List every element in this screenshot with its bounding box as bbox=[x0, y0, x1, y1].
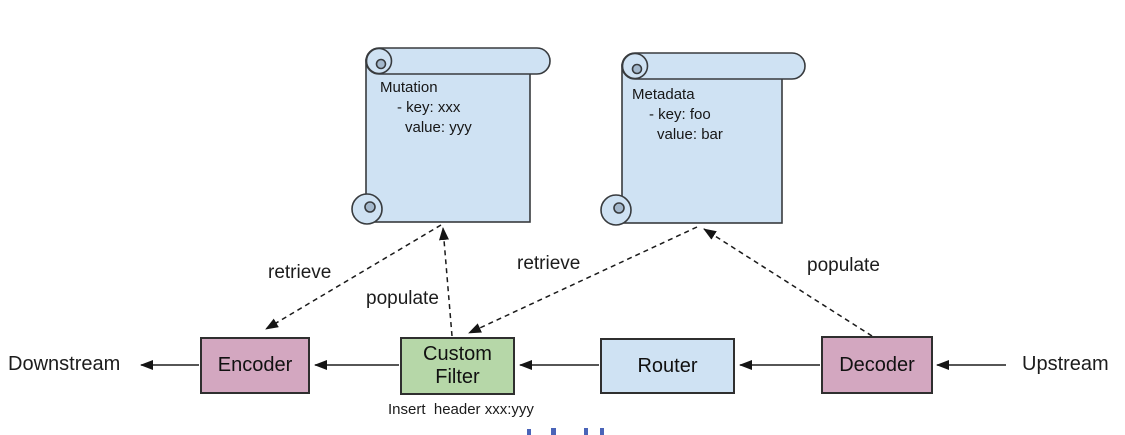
edge-label-retrieve-left: retrieve bbox=[268, 262, 332, 283]
cropped-text-fragment bbox=[551, 428, 556, 435]
metadata-scroll-value-line: value: bar bbox=[657, 126, 723, 143]
metadata-scroll-shape bbox=[600, 52, 806, 226]
cropped-text-fragment bbox=[584, 428, 588, 435]
upstream-label: Upstream bbox=[1022, 353, 1109, 375]
cropped-text-fragment bbox=[527, 429, 531, 435]
dashed-arrows bbox=[265, 224, 873, 337]
arrow-populate-customfilter-to-mutation bbox=[439, 227, 453, 337]
downstream-label: Downstream bbox=[8, 353, 121, 375]
arrow-retrieve-metadata-to-customfilter bbox=[468, 226, 698, 334]
mutation-scroll-title: Mutation bbox=[380, 79, 438, 96]
scroll-body bbox=[365, 59, 531, 223]
node-custom-filter: Custom Filter bbox=[400, 337, 515, 395]
node-router: Router bbox=[600, 338, 735, 394]
metadata-scroll-title: Metadata bbox=[632, 86, 695, 103]
edge-label-populate-left: populate bbox=[366, 288, 439, 309]
node-custom-filter-label: Custom Filter bbox=[423, 343, 492, 388]
node-encoder: Encoder bbox=[200, 337, 310, 394]
custom-filter-note: Insert header xxx:yyy bbox=[388, 401, 534, 418]
mutation-scroll-note: Mutation - key: xxx value: yyy bbox=[380, 78, 472, 138]
cropped-blue-text-fragments bbox=[527, 428, 604, 435]
edge-label-retrieve-right: retrieve bbox=[517, 253, 581, 274]
cropped-text-fragment bbox=[600, 428, 604, 435]
mutation-scroll-shape bbox=[351, 47, 551, 225]
mutation-scroll-key-line: - key: xxx bbox=[397, 99, 461, 116]
scroll-bottom-curl-inner bbox=[364, 201, 376, 213]
scroll-top-spiral-inner bbox=[631, 63, 643, 75]
arrow-populate-decoder-to-metadata bbox=[703, 228, 873, 337]
scroll-bottom-curl-inner bbox=[613, 202, 625, 214]
node-decoder-label: Decoder bbox=[839, 353, 915, 376]
mutation-scroll-value-line: value: yyy bbox=[405, 119, 472, 136]
metadata-scroll-key-line: - key: foo bbox=[649, 106, 711, 123]
scroll-body bbox=[621, 64, 783, 224]
node-router-label: Router bbox=[637, 354, 698, 377]
scroll-top-roll bbox=[365, 47, 551, 75]
metadata-scroll-note: Metadata - key: foo value: bar bbox=[632, 85, 723, 145]
scroll-top-roll bbox=[621, 52, 806, 80]
edge-label-populate-right: populate bbox=[807, 255, 880, 276]
node-encoder-label: Encoder bbox=[217, 354, 293, 376]
arrow-retrieve-mutation-to-encoder bbox=[265, 224, 442, 330]
scroll-top-spiral-inner bbox=[375, 58, 387, 70]
node-decoder: Decoder bbox=[821, 336, 933, 394]
